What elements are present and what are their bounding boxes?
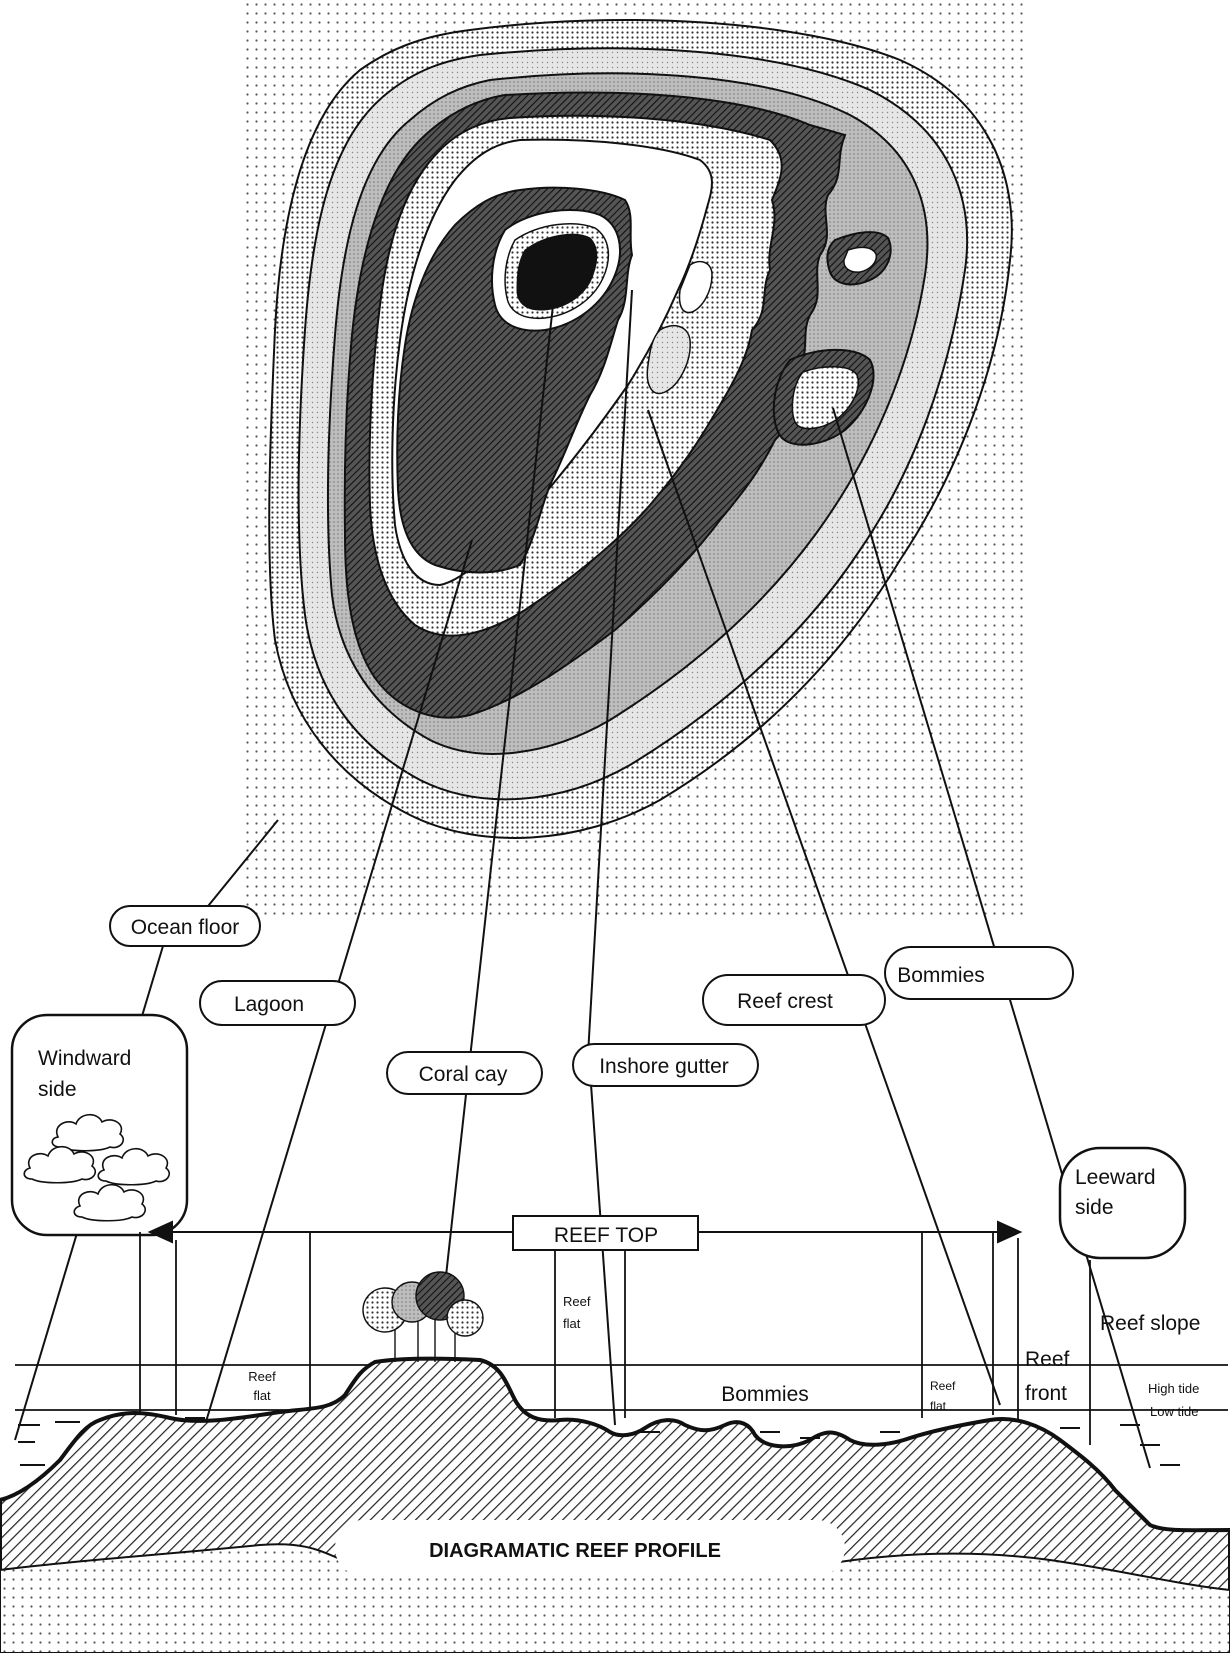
windward-label-line1: Windward (38, 1047, 131, 1070)
leeward-label-line2: side (1075, 1196, 1114, 1219)
ocean-floor-label: Ocean floor (131, 916, 240, 939)
tree-icons (363, 1272, 483, 1362)
reef-flat-left-line2: flat (253, 1388, 271, 1403)
bommies-label: Bommies (897, 964, 985, 987)
coral-cay-label: Coral cay (419, 1063, 508, 1086)
reef-top-label: REEF TOP (554, 1224, 658, 1247)
high-tide-label: High tide (1148, 1381, 1199, 1396)
lagoon-label: Lagoon (234, 993, 304, 1016)
reef-crest-label: Reef crest (737, 990, 833, 1013)
tree-icon (447, 1300, 483, 1336)
bommies-profile-label: Bommies (721, 1383, 809, 1406)
profile-title: DIAGRAMATIC REEF PROFILE (429, 1540, 721, 1562)
reef-flat-mid-line1: Reef (563, 1294, 591, 1309)
reef-front-line2: front (1025, 1382, 1067, 1405)
arrow-right-icon (998, 1222, 1020, 1242)
reef-flat-right-line2: flat (930, 1399, 947, 1413)
reef-front-line1: Reef (1025, 1348, 1070, 1371)
inshore-gutter-label: Inshore gutter (599, 1055, 729, 1078)
reef-slope-label: Reef slope (1100, 1312, 1200, 1335)
reef-flat-mid-line2: flat (563, 1316, 581, 1331)
leeward-label-line1: Leeward (1075, 1166, 1156, 1189)
low-tide-label: Low tide (1150, 1404, 1198, 1419)
reef-flat-left-line1: Reef (248, 1369, 276, 1384)
reef-flat-right-line1: Reef (930, 1379, 956, 1393)
label-bubbles: Ocean floor Lagoon Coral cay Inshore gut… (12, 906, 1185, 1258)
windward-label-line2: side (38, 1078, 77, 1101)
